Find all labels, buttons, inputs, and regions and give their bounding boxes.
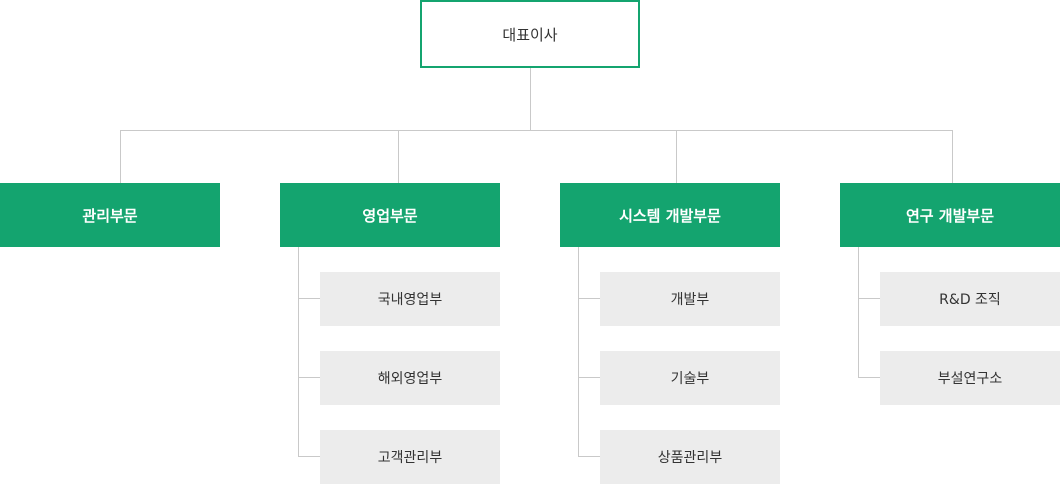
division-label: 관리부문 [82, 206, 138, 225]
sub-dept-label: 해외영업부 [377, 371, 443, 387]
connector-division-3 [952, 130, 953, 183]
sub-dept-box: 기술부 [600, 351, 780, 405]
sub-branch [298, 456, 320, 457]
connector-horizontal-bar [120, 130, 952, 131]
connector-ceo-down [530, 68, 531, 131]
connector-division-1 [398, 130, 399, 183]
sub-branch [298, 298, 320, 299]
sub-branch [578, 377, 600, 378]
sub-dept-box: 국내영업부 [320, 272, 500, 326]
division-box-management: 관리부문 [0, 183, 220, 247]
sub-dept-label: R&D 조직 [939, 292, 1001, 308]
division-label: 영업부문 [362, 206, 418, 225]
sub-dept-label: 부설연구소 [937, 371, 1003, 387]
sub-dept-box: R&D 조직 [880, 272, 1060, 326]
division-label: 연구 개발부문 [905, 206, 995, 225]
ceo-box: 대표이사 [420, 0, 640, 68]
sub-dept-label: 기술부 [670, 371, 710, 387]
sub-dept-label: 상품관리부 [657, 450, 723, 466]
sub-dept-label: 고객관리부 [377, 450, 443, 466]
sub-tree-trunk-system-dev [578, 247, 579, 456]
sub-dept-box: 고객관리부 [320, 430, 500, 484]
sub-branch [298, 377, 320, 378]
sub-branch [578, 456, 600, 457]
division-label: 시스템 개발부문 [619, 206, 721, 225]
sub-tree-trunk-rnd [858, 247, 859, 377]
division-box-system-dev: 시스템 개발부문 [560, 183, 780, 247]
ceo-label: 대표이사 [502, 25, 558, 44]
sub-dept-label: 개발부 [670, 292, 710, 308]
connector-division-0 [120, 130, 121, 183]
sub-dept-box: 부설연구소 [880, 351, 1060, 405]
division-box-rnd: 연구 개발부문 [840, 183, 1060, 247]
division-box-sales: 영업부문 [280, 183, 500, 247]
connector-division-2 [676, 130, 677, 183]
sub-dept-box: 해외영업부 [320, 351, 500, 405]
sub-dept-box: 개발부 [600, 272, 780, 326]
sub-branch [858, 298, 880, 299]
sub-branch [858, 377, 880, 378]
sub-tree-trunk-sales [298, 247, 299, 456]
sub-branch [578, 298, 600, 299]
sub-dept-box: 상품관리부 [600, 430, 780, 484]
sub-dept-label: 국내영업부 [377, 292, 443, 308]
